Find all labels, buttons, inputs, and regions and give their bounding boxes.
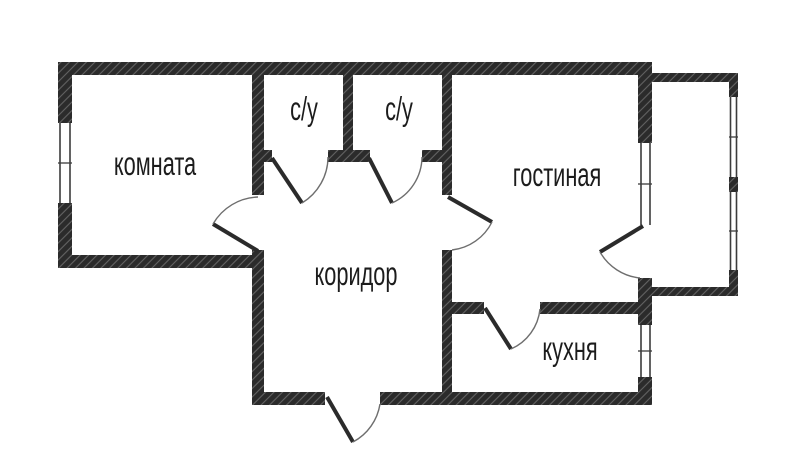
door-leaf-entrance: [325, 395, 355, 444]
window-kuhnya: [638, 325, 652, 377]
wall-segment-balcony-right-3: [729, 270, 738, 296]
wall-segment-su-bottom-mid: [328, 150, 370, 162]
wall-segment-balcony-bottom: [652, 287, 738, 296]
wall-segment-bottom-right: [380, 392, 652, 405]
door-entrance: [325, 395, 381, 444]
wall-segment-su-bottom-left: [252, 150, 272, 162]
wall-segment-komnata-right-upper: [252, 75, 264, 195]
door-gostinaya: [447, 195, 493, 251]
room-label-kuhnya: кухня: [542, 330, 597, 367]
wall-segment-bottom-left: [252, 392, 325, 405]
door-swing-arc-entrance: [352, 403, 381, 443]
door-leaf-balcony: [598, 224, 645, 254]
wall-segment-left-lower: [58, 203, 72, 268]
wall-segment-komnata-bottom: [58, 255, 264, 268]
door-komnata: [211, 196, 260, 253]
doors: [211, 156, 645, 444]
wall-segment-top: [58, 62, 652, 75]
wall-segment-kitchen-top-left: [442, 302, 484, 314]
room-label-su-left: с/у: [290, 90, 318, 127]
door-swing-arc-komnata: [212, 196, 259, 225]
wall-segment-su-divider: [343, 75, 353, 162]
room-label-gostinaya: гостиная: [513, 156, 601, 193]
wall-segment-balcony-top: [652, 73, 738, 82]
wall-segment-corridor-left: [252, 250, 264, 405]
wall-segment-left-upper: [58, 62, 72, 123]
window-komnata: [58, 123, 72, 203]
door-leaf-su-left: [270, 156, 304, 205]
door-leaf-su-right: [367, 157, 394, 204]
wall-segment-gostinaya-left-upper: [442, 75, 452, 195]
wall-segment-kitchen-left: [442, 250, 452, 405]
room-label-koridor: коридор: [314, 255, 397, 292]
door-su-left: [270, 156, 329, 205]
door-swing-arc-su-right: [391, 156, 423, 204]
door-swing-arc-kuhnya: [510, 308, 541, 350]
window-balcony-lower: [729, 192, 738, 270]
door-swing-arc-balcony: [599, 251, 641, 279]
window-balcony-upper: [729, 97, 738, 177]
door-balcony: [598, 224, 645, 279]
windows: [58, 97, 738, 377]
door-leaf-komnata: [211, 222, 260, 253]
door-swing-arc-gostinaya: [451, 221, 493, 251]
wall-segment-east-bottom: [638, 377, 652, 405]
wall-segment-east-top: [638, 62, 652, 143]
wall-segment-balcony-right-2: [729, 177, 738, 192]
wall-segment-balcony-right-1: [729, 73, 738, 97]
door-su-right: [367, 156, 423, 204]
wall-segment-kitchen-top-right: [540, 302, 652, 314]
room-labels: комната с/у с/у гостиная коридор кухня: [114, 90, 601, 367]
door-leaf-kuhnya: [483, 306, 513, 351]
window-gostinaya: [638, 143, 652, 225]
door-swing-arc-su-left: [301, 156, 329, 204]
door-leaf-gostinaya: [447, 195, 493, 224]
door-kuhnya: [483, 306, 541, 351]
walls: [58, 62, 738, 405]
wall-segment-east-mid: [638, 278, 652, 325]
room-label-komnata: комната: [114, 145, 197, 182]
room-label-su-right: с/у: [385, 90, 413, 127]
